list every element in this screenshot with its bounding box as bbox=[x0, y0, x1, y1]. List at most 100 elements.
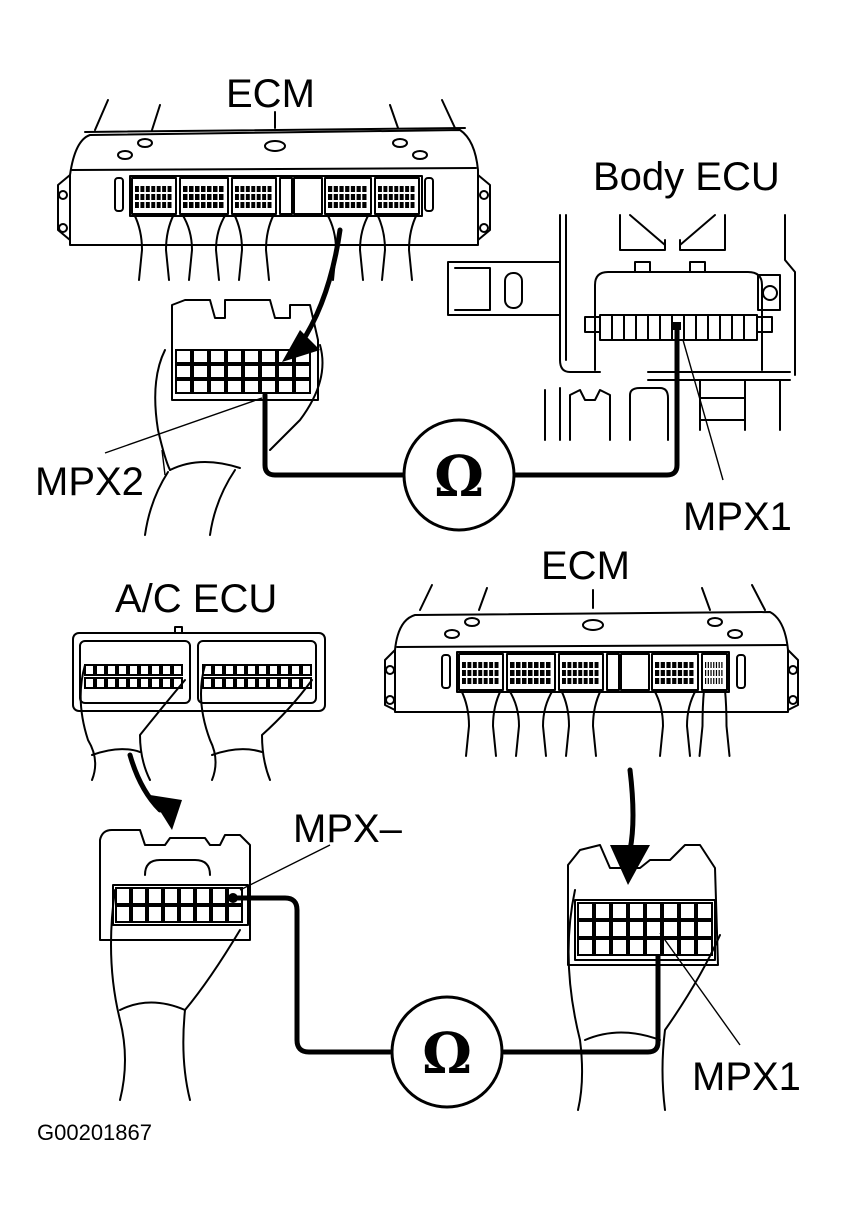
ecm-pin bbox=[405, 186, 410, 192]
ecm-pin bbox=[245, 186, 250, 192]
ecm-unit-top bbox=[57, 99, 491, 281]
ecm-pin bbox=[245, 194, 250, 200]
ecm-pin bbox=[567, 670, 572, 676]
ecm-pin bbox=[145, 186, 150, 192]
ecm-pin bbox=[578, 662, 583, 668]
ecm-pin bbox=[339, 202, 344, 208]
ecm-pin bbox=[213, 194, 218, 200]
connector-cavity bbox=[611, 902, 628, 920]
ecm-pin bbox=[201, 194, 206, 200]
ecm-pin bbox=[251, 194, 256, 200]
ac-ecu-pin bbox=[161, 677, 172, 689]
ecm-label-bottom: ECM bbox=[541, 544, 630, 588]
ecm-pin bbox=[219, 194, 224, 200]
ecm-pin bbox=[195, 194, 200, 200]
harness-wire bbox=[133, 213, 143, 281]
ecm-pin bbox=[718, 678, 720, 684]
ac-ecu-pin bbox=[117, 677, 128, 689]
ecm-pin bbox=[666, 670, 671, 676]
ecm-pin bbox=[710, 670, 712, 676]
ecm-pin bbox=[472, 670, 477, 676]
ecm-pin bbox=[145, 194, 150, 200]
mpx-minus-label: MPX– bbox=[293, 807, 403, 851]
ohmmeter-icon: Ω bbox=[434, 444, 484, 510]
ecm-pin bbox=[677, 670, 683, 676]
ecm-pin bbox=[578, 670, 583, 676]
ecm-pin bbox=[162, 194, 167, 200]
ecm-pin bbox=[672, 662, 677, 668]
ecm-pin bbox=[666, 678, 671, 684]
connector-cavity bbox=[115, 887, 131, 905]
ecm-pin bbox=[350, 186, 356, 192]
ecm-pin bbox=[345, 186, 350, 192]
connector-cavity bbox=[175, 349, 192, 364]
ecm-pin bbox=[350, 202, 356, 208]
ecm-pin bbox=[677, 662, 683, 668]
ecm-pin bbox=[189, 194, 194, 200]
ecm-pin bbox=[478, 678, 483, 684]
connector-cavity bbox=[645, 938, 662, 956]
ecm-pin bbox=[350, 194, 356, 200]
connector-cavity bbox=[175, 379, 192, 394]
ecm-pin bbox=[362, 194, 367, 200]
ecm-pin bbox=[583, 670, 588, 676]
ecm-pin bbox=[528, 670, 533, 676]
ecm-pin bbox=[540, 678, 545, 684]
ac-ecu-pin bbox=[257, 677, 268, 689]
ecm-pin bbox=[578, 678, 583, 684]
ecm-pin bbox=[383, 194, 388, 200]
ecm-pin bbox=[235, 186, 239, 192]
connector-cavity bbox=[226, 364, 243, 379]
arrow-icon bbox=[297, 227, 343, 348]
ac-ecu-pin bbox=[268, 677, 279, 689]
ecm-pin bbox=[162, 202, 167, 208]
ac-ecu-pin bbox=[139, 677, 150, 689]
ecm-pin bbox=[594, 662, 599, 668]
ecm-pin bbox=[183, 194, 188, 200]
ecm-pin bbox=[715, 662, 718, 668]
ecm-pin bbox=[201, 202, 206, 208]
ecm-pin bbox=[534, 662, 539, 668]
ecm-pin bbox=[140, 202, 145, 208]
ac-ecu-pin bbox=[84, 677, 95, 689]
connector-cavity bbox=[645, 920, 662, 938]
connector-cavity bbox=[696, 920, 713, 938]
ecm-pin bbox=[388, 202, 393, 208]
ecm-pin bbox=[572, 662, 577, 668]
ecm-pin bbox=[167, 186, 172, 192]
connector-cavity bbox=[577, 902, 594, 920]
arrow-icon bbox=[627, 767, 636, 853]
ecm-pin bbox=[567, 662, 572, 668]
ac-ecu-pin bbox=[128, 664, 139, 676]
ecm-pin bbox=[207, 202, 212, 208]
ac-ecu-pin bbox=[224, 677, 235, 689]
ecm-port-blank bbox=[620, 653, 650, 691]
ecm-pin bbox=[522, 662, 527, 668]
ecm-pin bbox=[156, 186, 161, 192]
connector-cavity bbox=[131, 905, 147, 923]
ohmmeter-icon: Ω bbox=[422, 1021, 472, 1087]
ecm-pin bbox=[213, 186, 218, 192]
ecm-pin bbox=[489, 670, 494, 676]
ecm-pin bbox=[333, 194, 338, 200]
connector-cavity bbox=[192, 364, 209, 379]
ecm-pin bbox=[256, 194, 261, 200]
ecm-pin bbox=[710, 678, 712, 684]
ecm-pin bbox=[207, 194, 212, 200]
harness-wire bbox=[233, 213, 243, 281]
ac-ecu-pin bbox=[257, 664, 268, 676]
connector-cavity bbox=[679, 902, 696, 920]
harness-wire bbox=[698, 689, 705, 757]
harness-wire bbox=[460, 689, 470, 757]
harness-wire bbox=[560, 689, 570, 757]
connector-cavity bbox=[147, 887, 163, 905]
ecm-pin bbox=[162, 186, 167, 192]
ecm-pin bbox=[345, 194, 350, 200]
ecm-pin bbox=[546, 662, 551, 668]
ecm-pin bbox=[478, 662, 483, 668]
connector-cavity bbox=[260, 364, 277, 379]
ecm-port bbox=[324, 177, 372, 215]
ecm-pin bbox=[251, 186, 256, 192]
ecm-pin bbox=[410, 186, 415, 192]
connector-cavity bbox=[577, 938, 594, 956]
